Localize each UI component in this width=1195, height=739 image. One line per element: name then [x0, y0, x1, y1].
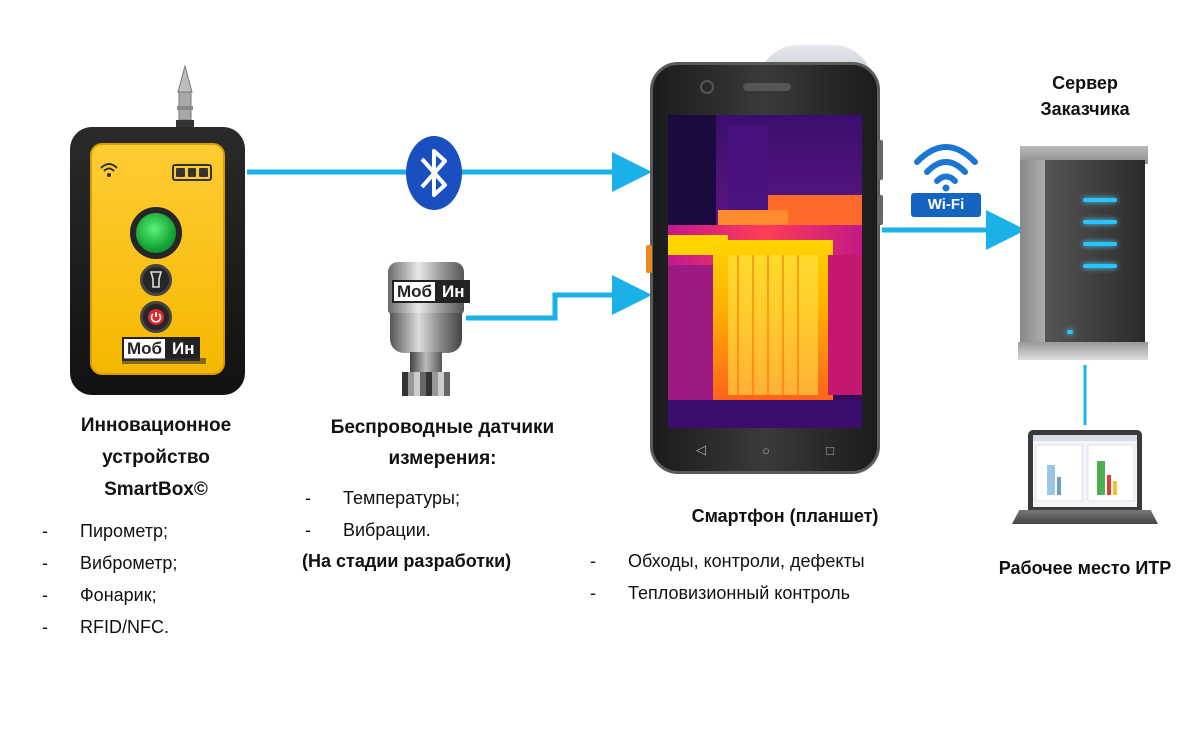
sensor-mount-nut: [402, 372, 450, 396]
smartphone-list: Обходы, контроли, дефекты Тепловизионный…: [590, 545, 865, 609]
server-led: [1083, 198, 1117, 202]
thermal-image-screen: [668, 115, 862, 428]
sensors-title-line: Беспроводные датчики: [330, 417, 555, 438]
speaker-grille: [743, 83, 791, 91]
phone-nav-bar: ◁ ○ □: [668, 436, 862, 464]
workstation-title: Рабочее место ИТР: [998, 558, 1172, 578]
power-icon: [148, 309, 164, 325]
smartbox-title-line: Инновационное: [80, 415, 232, 436]
smartbox-features-list: Пирометр; Виброметр; Фонарик; RFID/NFC.: [42, 515, 177, 643]
smartphone-title: Смартфон (планшет): [691, 506, 879, 526]
list-item: Тепловизионный контроль: [590, 577, 865, 609]
wifi-label: Wi-Fi: [911, 193, 981, 217]
phone-orange-key[interactable]: [646, 245, 652, 273]
flashlight-button[interactable]: [140, 264, 172, 296]
list-item: Пирометр;: [42, 515, 177, 547]
server-led: [1067, 330, 1073, 334]
server-front-panel: [1045, 160, 1145, 350]
home-icon[interactable]: ○: [762, 442, 770, 458]
server-led: [1083, 242, 1117, 246]
list-item: Обходы, контроли, дефекты: [590, 545, 865, 577]
logo-subtitle-strip: [122, 358, 206, 364]
server-title-line: Сервер: [1052, 73, 1118, 93]
sensors-list: Температуры; Вибрации.: [305, 482, 460, 546]
phone-side-button[interactable]: [878, 195, 883, 225]
list-item: Температуры;: [305, 482, 460, 514]
smartbox-title-line: устройство: [102, 447, 210, 468]
list-item: RFID/NFC.: [42, 611, 177, 643]
power-button[interactable]: [140, 301, 172, 333]
thermal-image: [668, 115, 862, 428]
laptop-screen-charts: [1033, 435, 1137, 502]
list-item: Виброметр;: [42, 547, 177, 579]
server-top-panel: [1020, 146, 1148, 164]
smartbox-title: Инновационное устройство SmartBox©: [50, 410, 262, 506]
logo-right-text: Ин: [437, 280, 470, 303]
server-led: [1083, 220, 1117, 224]
list-item: Вибрации.: [305, 514, 460, 546]
camera-icon: [700, 80, 714, 94]
antenna-icon: [176, 64, 194, 130]
smartbox-title-line: SmartBox©: [104, 479, 208, 500]
recent-apps-icon[interactable]: □: [826, 442, 834, 458]
wifi-icon: [914, 144, 978, 192]
laptop-lid: [1028, 430, 1142, 512]
laptop-screen: [1033, 435, 1137, 507]
green-action-button[interactable]: [130, 207, 182, 259]
list-item: Фонарик;: [42, 579, 177, 611]
smartbox-wifi-icon: [100, 163, 118, 177]
flashlight-icon: [149, 271, 163, 288]
smartbox-faceplate: [90, 143, 225, 375]
sensor-body: [390, 313, 462, 353]
server-title: Сервер Заказчика: [1010, 70, 1160, 122]
sensor-neck: [410, 352, 442, 374]
bluetooth-icon: [406, 136, 462, 210]
logo-left-text: Моб: [392, 280, 438, 303]
server-title-line: Заказчика: [1040, 99, 1130, 119]
back-icon[interactable]: ◁: [696, 442, 707, 457]
sensors-title: Беспроводные датчики измерения:: [300, 412, 585, 474]
server-led: [1083, 264, 1117, 268]
battery-icon: [172, 164, 212, 181]
development-note: (На стадии разработки): [302, 551, 512, 571]
laptop-base: [1012, 510, 1158, 524]
sensors-title-line: измерения:: [388, 448, 497, 469]
server-base: [1018, 342, 1148, 360]
arrow-sensor-to-phone: [466, 275, 652, 321]
phone-side-button[interactable]: [878, 140, 883, 180]
